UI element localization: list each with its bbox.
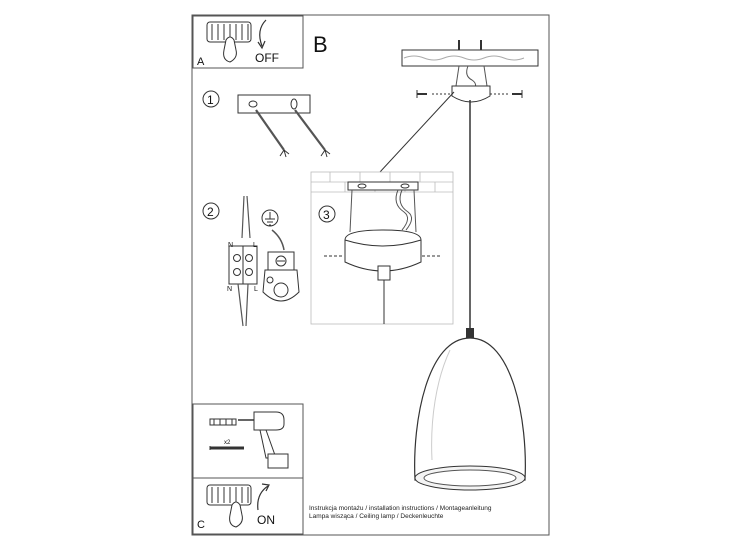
off-label: OFF [255, 51, 279, 65]
neutral-label-top: N [228, 242, 233, 249]
pendant-lamp [414, 100, 526, 491]
panel-a: A OFF [192, 15, 304, 69]
caption-product: Lampa wisząca / Ceiling lamp / Deckenleu… [309, 513, 444, 520]
panel-drill: x2 [192, 403, 304, 479]
caption-instructions: Instrukcja montażu / installation instru… [309, 505, 492, 512]
step-c-label: C [197, 519, 205, 531]
step-1-marker [202, 90, 220, 108]
screw-icon-left [416, 90, 427, 98]
ceiling-board [401, 49, 539, 67]
step-1-label: 1 [207, 93, 214, 107]
ceiling-mount [379, 40, 539, 173]
step-3-detail: 3 [310, 171, 454, 325]
live-label-top: L [253, 242, 257, 249]
step-3-marker [318, 205, 336, 223]
earth-terminal [262, 251, 300, 302]
step-a-label: A [197, 56, 205, 68]
panel-c: C ON [192, 477, 304, 535]
rotate-arrow-icon-c [257, 485, 269, 511]
drill-icon [238, 411, 289, 469]
live-label-bottom: L [254, 286, 258, 293]
hand-icon-c [229, 501, 243, 528]
lamp-shade [414, 337, 526, 481]
detail-frame [310, 171, 454, 325]
step-1: 1 [202, 90, 331, 158]
terminal-block-icon-c [206, 484, 252, 506]
neutral-label-bottom: N [227, 286, 232, 293]
detail-canopy [344, 229, 422, 272]
on-label: ON [257, 513, 275, 527]
step-b-label: B [313, 32, 328, 57]
rotate-arrow-icon [259, 19, 267, 47]
quantity-label: x2 [224, 440, 231, 446]
wall-plug-icon [209, 418, 237, 426]
canopy [451, 85, 491, 103]
step-2-label: 2 [207, 205, 214, 219]
screw-icon-right [512, 90, 523, 98]
outer-frame [191, 14, 550, 536]
step-2: 2 N L N L [202, 195, 300, 327]
ground-icon [261, 209, 279, 227]
step-3-label: 3 [323, 208, 330, 222]
screw-icon [209, 446, 244, 450]
hand-icon [223, 36, 237, 63]
step-2-marker [202, 202, 220, 220]
